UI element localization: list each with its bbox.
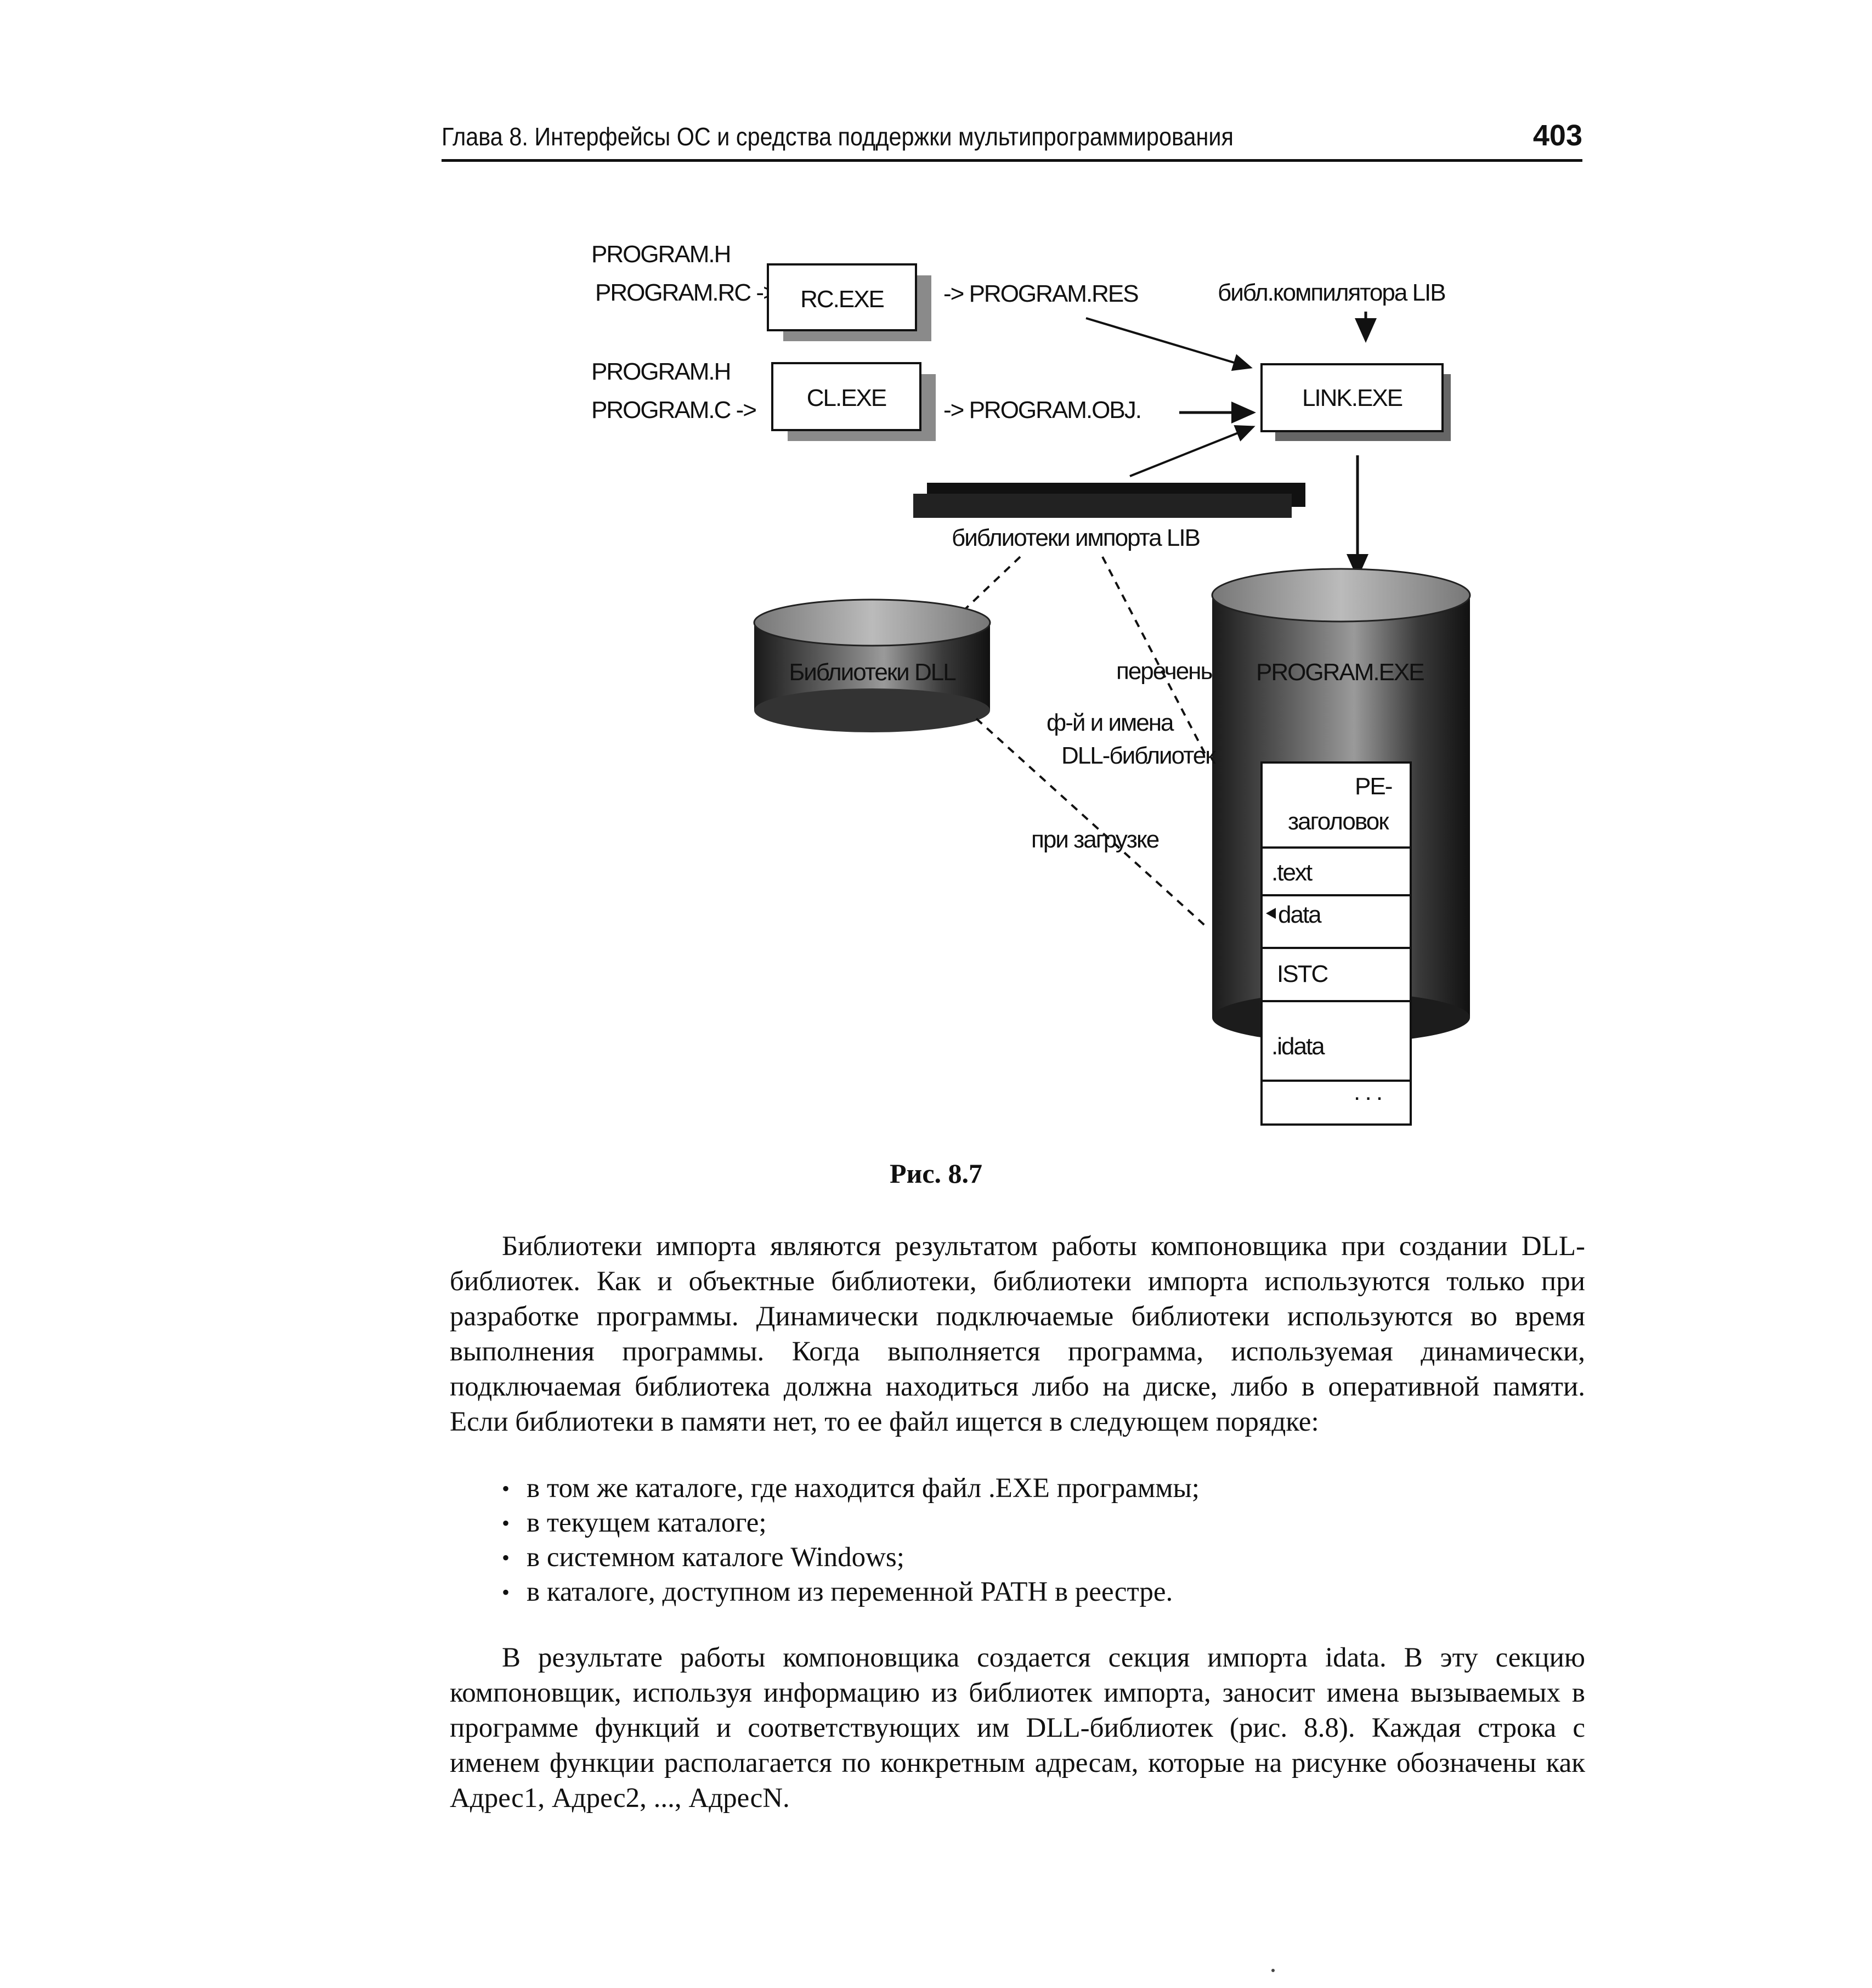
label-pe-header-2: заголовок: [1288, 808, 1389, 835]
label-program-obj: -> PROGRAM.OBJ.: [943, 397, 1141, 423]
list-item: •в системном каталоге Windows;: [450, 1540, 1585, 1575]
list-item: •в каталоге, доступном из переменной PAT…: [450, 1575, 1585, 1609]
cl-exe-box: [771, 362, 921, 431]
arrow-res-to-link: [1085, 317, 1253, 371]
figure-8-7: PROGRAM.H PROGRAM.RC -> RC.EXE -> PROGRA…: [591, 241, 1471, 1126]
label-link-exe: LINK.EXE: [1302, 385, 1402, 411]
label-program-res: -> PROGRAM.RES: [943, 280, 1138, 307]
dashed-import-to-exe: [1101, 556, 1208, 758]
label-sec-text: .text: [1271, 859, 1313, 886]
data-arrow-icon: [1266, 908, 1276, 919]
print-speck: [1271, 1969, 1275, 1972]
label-dll-libs: Библиотеки DLL: [789, 659, 956, 686]
chapter-title: Глава 8. Интерфейсы ОС и средства поддер…: [442, 122, 1234, 151]
rc-exe-box: [767, 263, 917, 331]
label-sec-idata: .idata: [1271, 1033, 1325, 1060]
label-cl-exe: CL.EXE: [807, 385, 886, 411]
bullet-icon: •: [502, 1476, 510, 1501]
label-list-line3: DLL-библиотек: [1061, 742, 1216, 769]
dashed-dll-to-exe: [975, 718, 1208, 928]
label-program-exe: PROGRAM.EXE: [1256, 659, 1424, 686]
running-head: Глава 8. Интерфейсы ОС и средства поддер…: [442, 115, 1582, 162]
bullet-icon: •: [502, 1511, 510, 1535]
label-sec-more: . . .: [1354, 1078, 1382, 1105]
label-rc-exe: RC.EXE: [800, 286, 884, 313]
dashed-import-to-dll: [964, 556, 1021, 610]
import-libs-bar-shadow: [913, 494, 1292, 518]
label-program-c: PROGRAM.C ->: [591, 397, 756, 423]
label-list-line2: ф-й и имена: [1047, 709, 1174, 736]
paragraph-import-libs: Библиотеки импорта являются результатом …: [450, 1231, 1585, 1437]
label-list-line1: перечень: [1116, 658, 1212, 685]
label-on-load: при загрузке: [1031, 826, 1159, 853]
label-program-h-1: PROGRAM.H: [591, 241, 730, 268]
dll-cylinder: [753, 598, 991, 732]
label-program-rc: PROGRAM.RC ->: [595, 279, 776, 306]
paragraph-idata-section: В результате работы компоновщика создает…: [450, 1642, 1585, 1814]
link-exe-box: [1260, 363, 1444, 432]
label-sec-data: data: [1278, 901, 1322, 928]
label-program-h-2: PROGRAM.H: [591, 358, 730, 385]
label-pe-header-1: PE-: [1355, 773, 1392, 800]
exe-sections-table: [1260, 761, 1412, 1126]
bullet-icon: •: [502, 1580, 510, 1605]
arrow-import-to-link: [1129, 425, 1255, 477]
list-item: •в том же каталоге, где находится файл .…: [450, 1471, 1585, 1506]
list-item: •в текущем каталоге;: [450, 1506, 1585, 1540]
bullet-icon: •: [502, 1545, 510, 1570]
figure-caption: Рис. 8.7: [889, 1158, 983, 1189]
label-compiler-lib: библ.компилятора LIB: [1218, 279, 1445, 306]
label-import-libs: библиотеки импорта LIB: [952, 524, 1200, 551]
page-number: 403: [1532, 119, 1582, 152]
label-sec-istc: ISTC: [1277, 961, 1328, 987]
figure-diagram: PROGRAM.H PROGRAM.RC -> RC.EXE -> PROGRA…: [591, 241, 1471, 1126]
search-order-list: •в том же каталоге, где находится файл .…: [450, 1471, 1585, 1609]
